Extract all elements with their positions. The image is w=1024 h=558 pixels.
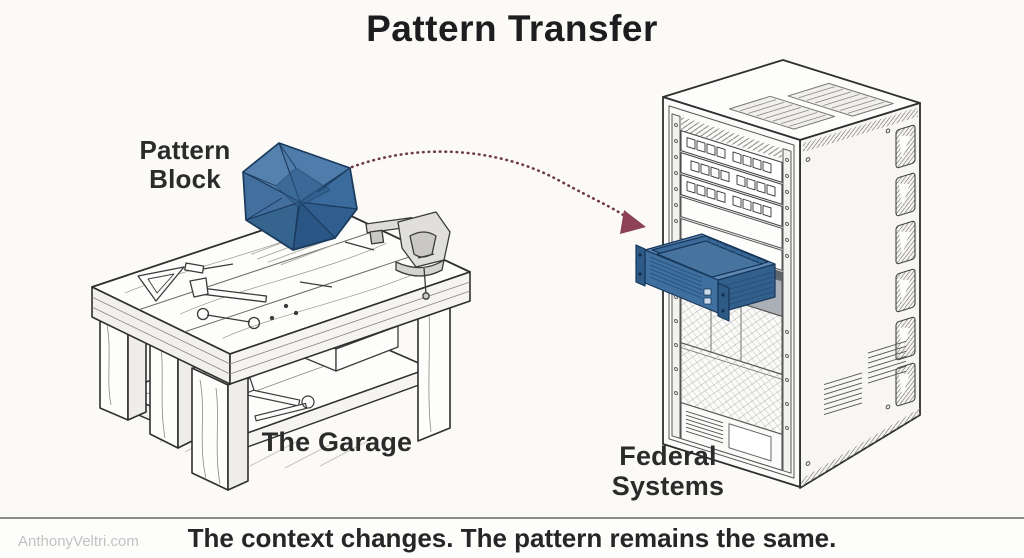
transfer-arrow: [350, 150, 646, 234]
pattern-block-label-line2: Block: [149, 163, 221, 194]
footer-band: [0, 519, 1024, 558]
bench-vise-illustration: [365, 211, 451, 300]
footer-divider: [0, 517, 1024, 519]
pattern-block-illustration: [242, 142, 358, 251]
watermark: AnthonyVeltri.com: [18, 533, 139, 550]
hand-tools-illustration: [137, 241, 375, 330]
arrowhead: [620, 210, 646, 234]
server-drawer-illustration: [635, 233, 776, 322]
federal-label-line2: Systems: [611, 470, 725, 501]
pattern-block-label-line1: Pattern: [139, 135, 231, 165]
pattern-block-label: Pattern Block: [95, 136, 275, 193]
page-title: Pattern Transfer: [366, 8, 658, 49]
federal-systems-label: Federal Systems: [578, 441, 758, 501]
federal-label-line1: Federal: [619, 441, 717, 471]
caption-text: The context changes. The pattern remains…: [187, 523, 837, 553]
garage-label: The Garage: [261, 427, 413, 457]
server-rack-illustration: [636, 60, 920, 488]
